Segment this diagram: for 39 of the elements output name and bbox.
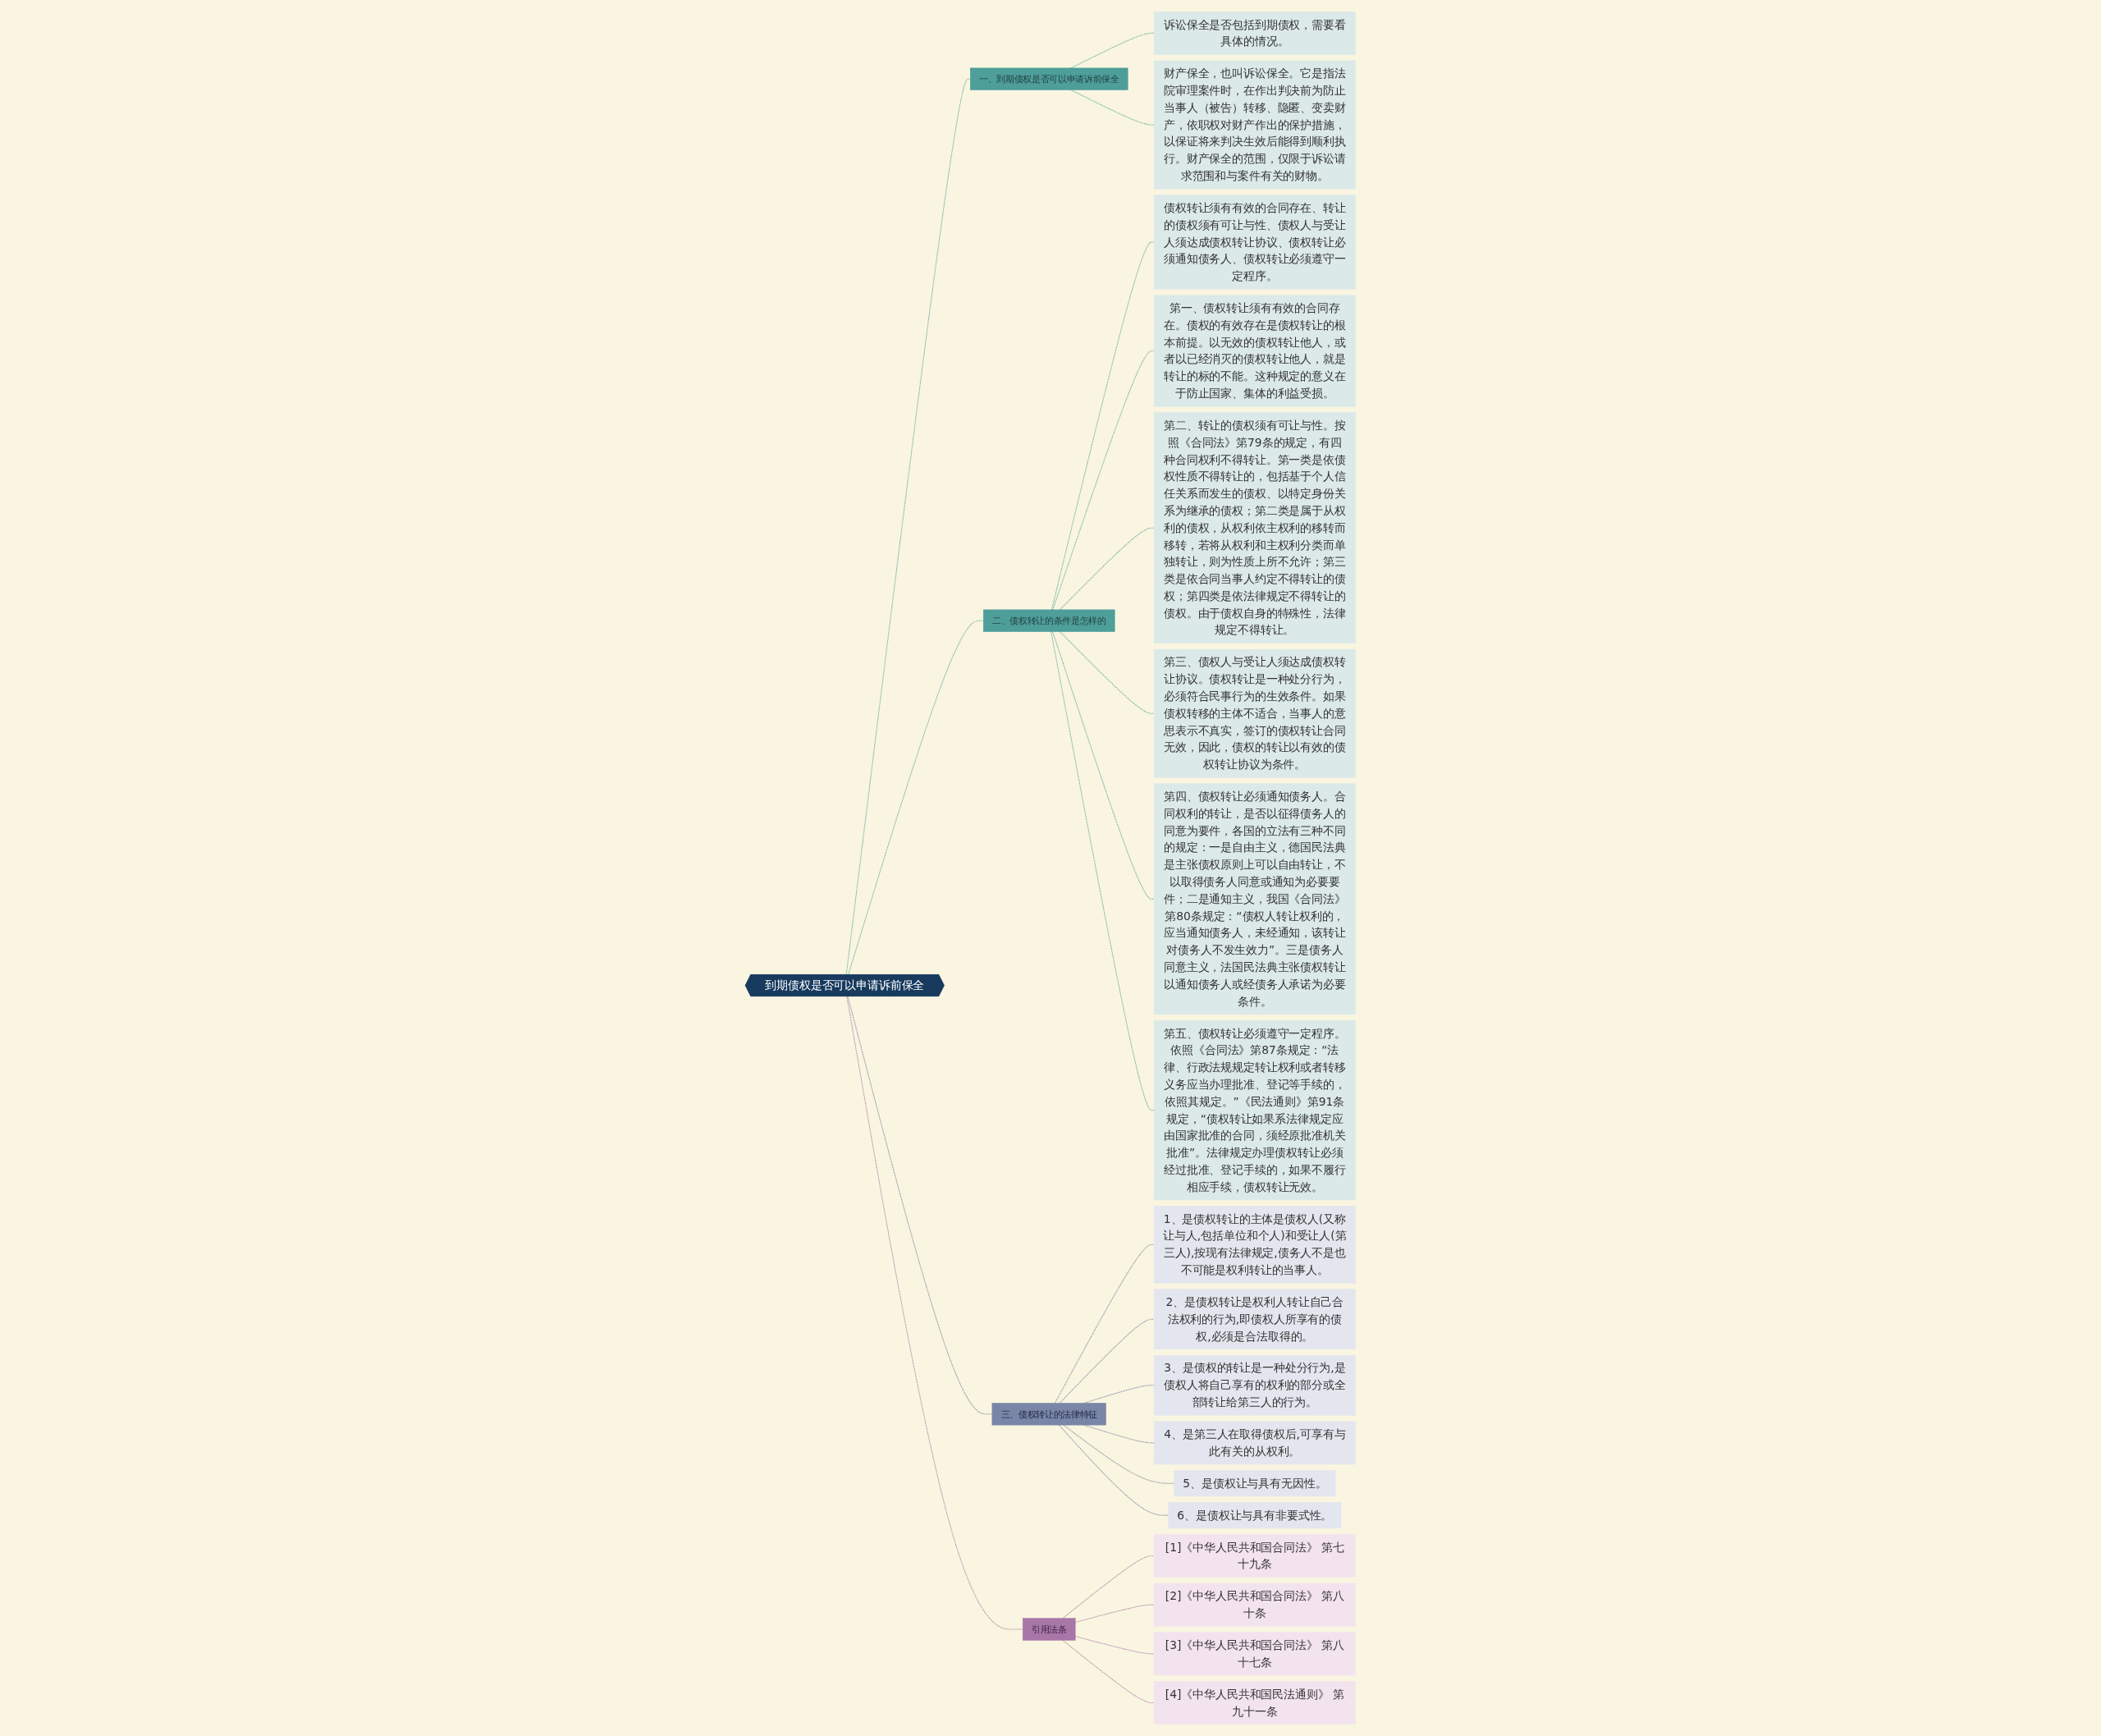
node-box: 第一、债权转让须有有效的合同存在。债权的有效存在是债权转让的根本前提。以无效的债权转让他人，或者以已经消灭的债权转让他人，就是转让的标的不能。这种规定的意义在于防止国家、集体的利益受损。 xyxy=(1154,295,1356,407)
connector xyxy=(1070,89,1155,126)
node-box: 第五、债权转让必须遵守一定程序。依照《合同法》第87条规定：“法律、行政法规规定转让权利或者转移义务应当办理批准、登记等手续的，依照其规定。”《民法通则》第91条规定，“债权转让如果系法律规定应由国家批准的合同，须经原批准机关批准”。法律规定办理债权转让必须经过批准、登记手续的，如果不履行相应手续，债权转让无效。 xyxy=(1154,1020,1356,1201)
node-box: 一、到期债权是否可以申请诉前保全 xyxy=(970,67,1128,90)
connector xyxy=(1052,631,1155,900)
node-box: [3]《中华人民共和国合同法》 第八十七条 xyxy=(1154,1632,1356,1676)
node-box: 财产保全，也叫诉讼保全。它是指法院审理案件时，在作出判决前为防止当事人（被告）转移、隐匿、变卖财产，依职权对财产作出的保护措施，以保证将来判决生效后能得到顺利执行。财产保全的范围，仅限于诉讼请求范围和与案件有关的财物。 xyxy=(1154,60,1356,190)
node-box: 第二、转让的债权须有可让与性。按照《合同法》第79条的规定，有四种合同权利不得转让。第一类是依债权性质不得转让的，包括基于个人信任关系而发生的债权、以特定身份关系为继承的债权；第二类是属于从权利的债权，从权利依主权利的移转而移转，若将从权利和主权利分类而单独转让，则为性质上所不允许；第三类是依合同当事人约定不得转让的债权；第四类是依法律规定不得转让的债权。由于债权自身的特殊性，法律规定不得转让。 xyxy=(1154,412,1356,644)
node-box: 4、是第三人在取得债权后,可享有与此有关的从权利。 xyxy=(1154,1421,1356,1465)
connector xyxy=(1074,1604,1155,1623)
connector xyxy=(847,996,993,1415)
connector xyxy=(1074,1636,1155,1655)
node-box: 第三、债权人与受让人须达成债权转让协议。债权转让是一种处分行为，必须符合民事行为的生效条件。如果债权转移的主体不适合，当事人的意思表示不真实，签订的债权转让合同无效，因此，债权的转让以有效的债权转让协议为条件。 xyxy=(1154,648,1356,778)
connector xyxy=(1062,1555,1155,1619)
node-box: 3、是债权的转让是一种处分行为,是债权人将自己享有的权利的部分或全部转让给第三人的行为。 xyxy=(1154,1354,1356,1416)
node-box: 2、是债权转让是权利人转让自己合法权利的行为,即债权人所享有的债权,必须是合法取得的。 xyxy=(1154,1289,1356,1350)
connector xyxy=(846,996,1023,1630)
node-box: 债权转让须有有效的合同存在、转让的债权须有可让与性、债权人与受让人须达成债权转让协议、债权转让必须通知债务人、债权转让必须遵守一定程序。 xyxy=(1154,195,1356,290)
connector xyxy=(1058,1424,1170,1516)
connector xyxy=(848,620,984,976)
node-box: [4]《中华人民共和国民法通则》 第九十一条 xyxy=(1154,1681,1356,1725)
node-box: 第四、债权转让必须通知债务人。合同权利的转让，是否以征得债务人的同意为要件，各国的立法有三种不同的规定：一是自由主义，德国民法典是主张债权原则上可以自由转让，不以取得债务人同意或通知为必要要件；二是通知主义，我国《合同法》第80条规定：“债权人转让权利的，应当通知债务人，未经通知，该转让对债务人不发生效力”。三是债务人同意主义，法国民法典主张债权转让以通知债务人或经债务人承诺为必要条件。 xyxy=(1154,783,1356,1015)
connector xyxy=(1051,241,1155,611)
connector xyxy=(1060,631,1155,714)
connector xyxy=(1059,1318,1155,1404)
node-box: [1]《中华人民共和国合同法》 第七十九条 xyxy=(1154,1534,1356,1578)
connector xyxy=(845,78,971,976)
connector xyxy=(1050,631,1155,1111)
connector xyxy=(1052,350,1155,611)
connector xyxy=(1062,1639,1155,1704)
node-box: 引用法条 xyxy=(1023,1618,1076,1641)
node-box: 二、债权转让的条件是怎样的 xyxy=(983,609,1115,632)
connector xyxy=(1055,1244,1155,1404)
node-box: 6、是债权让与具有非要式性。 xyxy=(1168,1502,1342,1529)
node-box: 5、是债权让与具有无因性。 xyxy=(1174,1470,1336,1497)
connector xyxy=(1060,527,1155,611)
node-box: 1、是债权转让的主体是债权人(又称让与人,包括单位和个人)和受让人(第三人),按现有法律规定,债务人不是也不可能是权利转让的当事人。 xyxy=(1154,1206,1356,1284)
node-box: 诉讼保全是否包括到期债权，需要看具体的情况。 xyxy=(1154,11,1356,55)
node-box: [2]《中华人民共和国合同法》 第八十条 xyxy=(1154,1583,1356,1627)
